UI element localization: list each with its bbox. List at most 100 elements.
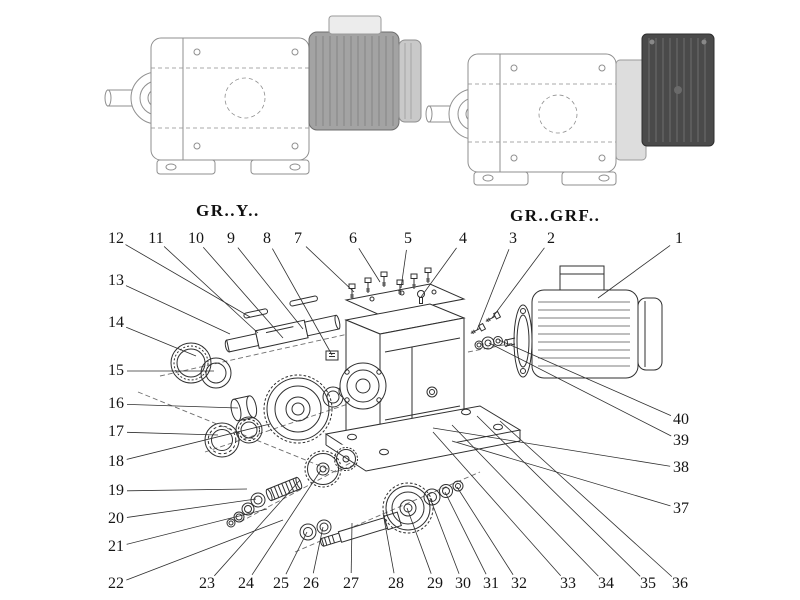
leader-line-4 [420, 247, 457, 298]
bottom-gear [382, 482, 434, 534]
leader-line-10 [202, 246, 284, 339]
callout-9: 9 [227, 230, 235, 247]
leader-line-38 [432, 427, 671, 467]
leader-line-9 [237, 247, 304, 330]
bottom-shaft [320, 511, 402, 547]
callout-12: 12 [108, 230, 124, 247]
callout-26: 26 [303, 575, 319, 592]
leader-line-26 [312, 526, 324, 574]
motor-gr-y [308, 15, 422, 131]
leader-line-30 [429, 497, 460, 574]
retaining-ring [200, 357, 232, 389]
callout-40: 40 [673, 411, 689, 428]
leader-lines [125, 244, 673, 581]
bottom-shaft-washers [423, 480, 464, 506]
intermediate-gear-small [334, 447, 358, 471]
leader-line-7 [305, 246, 355, 293]
callout-13: 13 [108, 272, 124, 289]
leader-line-16 [126, 403, 239, 409]
callout-36: 36 [672, 575, 688, 592]
shaft-key-long [243, 308, 269, 319]
leader-line-2 [491, 247, 545, 319]
callout-35: 35 [640, 575, 656, 592]
callout-28: 28 [388, 575, 404, 592]
motor-exploded [504, 265, 663, 379]
variant-title-gr-y: GR..Y.. [196, 201, 260, 220]
motor-gr-grf [615, 33, 715, 161]
callout-18: 18 [108, 453, 124, 470]
intermediate-gear-large [304, 450, 342, 488]
leader-line-24 [251, 469, 322, 576]
ball-bearing-large [204, 422, 240, 458]
leader-line-14 [126, 326, 197, 357]
callout-31: 31 [483, 575, 499, 592]
leader-line-8 [272, 248, 333, 356]
leader-line-12 [125, 244, 251, 318]
callout-19: 19 [108, 482, 124, 499]
leader-line-18 [126, 423, 271, 460]
gearbox-body-left [104, 37, 310, 175]
leader-line-1 [597, 245, 671, 299]
leader-line-35 [476, 415, 641, 577]
washer-stack-mid [299, 519, 332, 541]
leader-line-19 [126, 488, 248, 492]
leader-line-6 [358, 248, 381, 283]
leader-line-33 [432, 431, 561, 577]
callout-7: 7 [294, 230, 302, 247]
leader-line-27 [350, 522, 353, 574]
exploded-view [137, 265, 663, 553]
callout-38: 38 [673, 459, 689, 476]
callout-8: 8 [263, 230, 271, 247]
cover-bolts [348, 267, 432, 299]
leader-line-25 [285, 531, 308, 575]
leader-line-28 [382, 512, 395, 574]
callout-5: 5 [404, 230, 412, 247]
callout-32: 32 [511, 575, 527, 592]
leader-line-32 [456, 486, 514, 575]
callout-25: 25 [273, 575, 289, 592]
leader-line-31 [444, 491, 487, 575]
callout-11: 11 [148, 230, 164, 247]
callout-34: 34 [598, 575, 614, 592]
leader-line-34 [451, 424, 599, 577]
washer-stack-left [226, 492, 266, 528]
callout-10: 10 [188, 230, 204, 247]
output-gear [263, 374, 333, 444]
callout-30: 30 [455, 575, 471, 592]
input-shaft-parts [470, 310, 503, 350]
assembled-unit-gr-y [104, 15, 422, 175]
leader-line-22 [126, 519, 284, 581]
gearbox-body-right [425, 53, 617, 186]
callout-39: 39 [673, 432, 689, 449]
pinion-shaft [265, 476, 303, 502]
callout-17: 17 [108, 423, 124, 440]
callout-15: 15 [108, 362, 124, 379]
leader-line-39 [488, 342, 672, 437]
breather-plug [417, 290, 425, 304]
callout-27: 27 [343, 575, 359, 592]
callout-1: 1 [675, 230, 683, 247]
callout-23: 23 [199, 575, 215, 592]
callout-16: 16 [108, 395, 124, 412]
leader-line-36 [499, 420, 673, 577]
callout-29: 29 [427, 575, 443, 592]
leader-line-29 [406, 507, 432, 574]
leader-line-21 [126, 508, 268, 545]
callout-33: 33 [560, 575, 576, 592]
callout-37: 37 [673, 500, 689, 517]
leader-line-23 [214, 479, 301, 577]
leader-line-3 [476, 249, 510, 331]
leader-line-20 [126, 498, 257, 518]
callout-4: 4 [459, 230, 467, 247]
housing-base [324, 405, 522, 472]
callout-2: 2 [547, 230, 555, 247]
leader-line-37 [451, 440, 671, 507]
ball-bearing-small [235, 416, 263, 444]
leader-line-40 [498, 339, 672, 416]
callout-6: 6 [349, 230, 357, 247]
shaft-key-short [289, 295, 318, 307]
assembled-unit-gr-grf [425, 33, 715, 186]
leader-line-11 [163, 246, 259, 334]
